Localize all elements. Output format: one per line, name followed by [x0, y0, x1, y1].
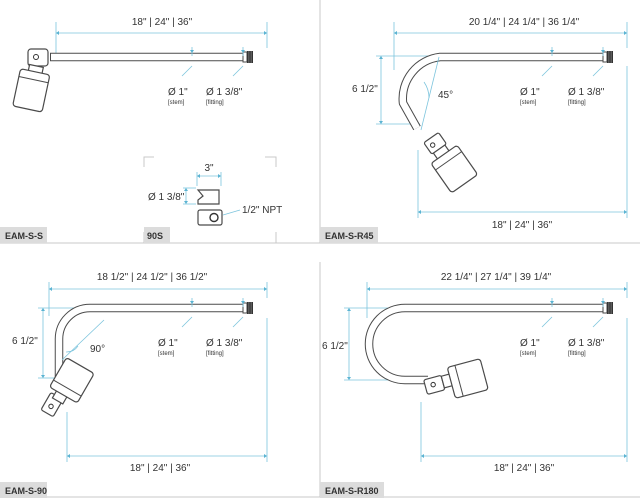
npt-fitting — [242, 50, 254, 64]
length-dimension: 18" | 24" | 36" — [55, 14, 268, 55]
height-dimension-text: 6 1/2" — [322, 341, 348, 352]
angle-text: 90° — [90, 344, 105, 355]
bottom-dimension: 18" | 24" | 36" — [417, 66, 628, 231]
stem-diameter-text: Ø 1" — [168, 87, 188, 98]
npt-fitting — [242, 301, 254, 315]
length-dimension-text: 18" | 24" | 36" — [132, 17, 193, 28]
stem-diameter-text: Ø 1" — [158, 338, 178, 349]
stem-callout: Ø 1" [stem] — [520, 47, 554, 106]
elbow-side-view — [196, 189, 220, 205]
panel-label-tab — [0, 227, 47, 243]
panel-label: EAM-S-R180 — [325, 486, 379, 496]
panel-eam-s-r45: EAM-S-R45 20 1/4" | 24 1/4" | 36 1/4" 6 … — [320, 14, 628, 243]
light-fixture — [41, 358, 94, 417]
stem-pipe — [50, 50, 254, 64]
panel-eam-s-90: EAM-S-90 18 1/2" | 24 1/2" | 36 1/2" 6 1… — [0, 269, 268, 498]
stem-note-text: [stem] — [158, 351, 175, 357]
length-dimension: 22 1/4" | 27 1/4" | 39 1/4" — [366, 269, 628, 318]
light-fixture — [423, 132, 478, 193]
bottom-dimension: 18" | 24" | 36" — [420, 318, 628, 474]
fitting-note-text: [fitting] — [206, 100, 224, 106]
stem-diameter-text: Ø 1" — [520, 87, 540, 98]
width-dimension-text: 3" — [204, 163, 214, 174]
fitting-note-text: [fitting] — [568, 100, 586, 106]
length-dimension-text: 22 1/4" | 27 1/4" | 39 1/4" — [441, 272, 552, 283]
diameter-dimension: Ø 1 3/8" — [148, 187, 196, 205]
bottom-dimension: 18" | 24" | 36" — [66, 318, 268, 474]
panel-label-tab — [144, 227, 170, 243]
stem-pipe — [364, 301, 614, 385]
fitting-diameter-text: Ø 1 3/8" — [568, 87, 605, 98]
angle-indicator: 45° — [420, 56, 453, 131]
diameter-text: Ø 1 3/8" — [148, 192, 185, 203]
fitting-callout: Ø 1 3/8" [fitting] — [568, 47, 605, 106]
stem-callout: Ø 1" [stem] — [520, 298, 554, 357]
fitting-diameter-text: Ø 1 3/8" — [568, 338, 605, 349]
bottom-dimension-text: 18" | 24" | 36" — [494, 463, 555, 474]
light-fixture — [12, 48, 50, 113]
bottom-dimension-text: 18" | 24" | 36" — [130, 463, 191, 474]
fitting-callout: Ø 1 3/8" [fitting] — [568, 298, 605, 357]
stem-callout: Ø 1" [stem] — [168, 47, 194, 106]
panel-label-tab — [320, 482, 384, 498]
fitting-note-text: [fitting] — [206, 351, 224, 357]
length-dimension: 20 1/4" | 24 1/4" | 36 1/4" — [393, 14, 628, 70]
angle-text: 45° — [438, 90, 453, 101]
height-dimension-text: 6 1/2" — [352, 84, 378, 95]
fitting-callout: Ø 1 3/8" [fitting] — [206, 47, 245, 106]
stem-note-text: [stem] — [520, 100, 537, 106]
panel-90s: 90S 3" Ø 1 3/8" 1/2" NPT — [144, 163, 282, 243]
panel-label: EAM-S-S — [5, 231, 43, 241]
fitting-callout: Ø 1 3/8" [fitting] — [206, 298, 245, 357]
stem-note-text: [stem] — [520, 351, 537, 357]
length-dimension-text: 18 1/2" | 24 1/2" | 36 1/2" — [97, 272, 208, 283]
length-dimension: 18 1/2" | 24 1/2" | 36 1/2" — [48, 269, 268, 316]
fitting-diameter-text: Ø 1 3/8" — [206, 338, 243, 349]
angle-indicator: 90° — [61, 319, 105, 361]
panel-label: EAM-S-90 — [5, 486, 47, 496]
height-dimension-text: 6 1/2" — [12, 336, 38, 347]
bottom-dimension-text: 18" | 24" | 36" — [492, 220, 553, 231]
elbow-front-view — [197, 209, 223, 226]
panel-label: 90S — [147, 231, 163, 241]
stem-diameter-text: Ø 1" — [520, 338, 540, 349]
light-fixture — [423, 358, 489, 399]
stem-pipe — [398, 50, 614, 131]
panel-eam-s-r180: EAM-S-R180 22 1/4" | 27 1/4" | 39 1/4" 6… — [320, 269, 628, 498]
width-dimension: 3" — [196, 163, 222, 186]
thread-callout: 1/2" NPT — [222, 205, 282, 216]
length-dimension-text: 20 1/4" | 24 1/4" | 36 1/4" — [469, 17, 580, 28]
npt-fitting — [602, 301, 614, 315]
panel-label-tab — [0, 482, 47, 498]
stem-pipe — [54, 301, 254, 378]
fitting-note-text: [fitting] — [568, 351, 586, 357]
stem-note-text: [stem] — [168, 100, 185, 106]
thread-text: 1/2" NPT — [242, 205, 282, 216]
panel-label: EAM-S-R45 — [325, 231, 374, 241]
panel-eam-s-s: EAM-S-S 18" | 24" | 36" — [0, 14, 268, 243]
stem-callout: Ø 1" [stem] — [158, 298, 194, 357]
panel-label-tab — [320, 227, 378, 243]
fitting-diameter-text: Ø 1 3/8" — [206, 87, 243, 98]
npt-fitting — [602, 50, 614, 64]
